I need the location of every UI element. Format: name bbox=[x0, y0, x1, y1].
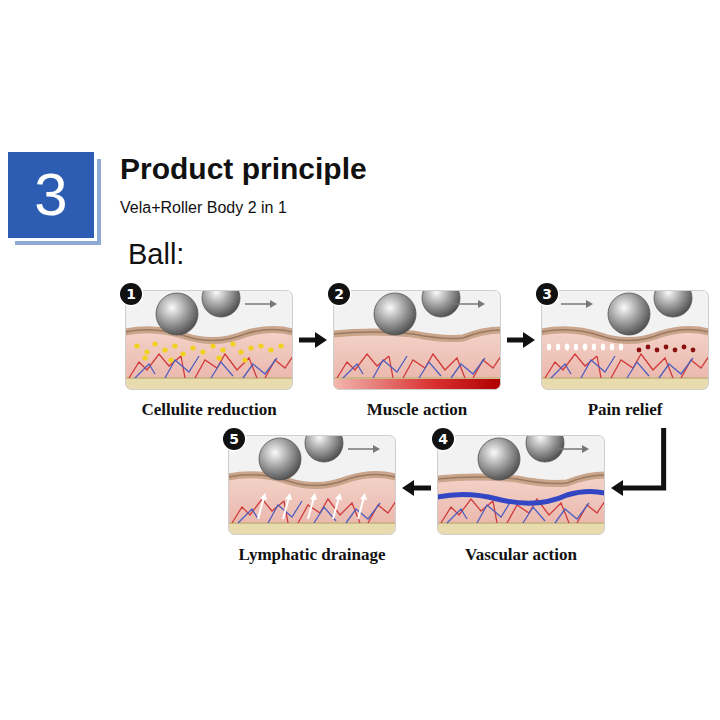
callout-number: 1 bbox=[120, 283, 142, 305]
title: Product principle bbox=[120, 152, 367, 186]
panel-label: Vascular action bbox=[437, 545, 605, 565]
panel-label: Muscle action bbox=[333, 400, 501, 420]
panel-label: Pain relief bbox=[541, 400, 709, 420]
arrow-head bbox=[402, 480, 414, 496]
skin-illustration bbox=[437, 435, 605, 535]
arrow-line bbox=[299, 338, 315, 343]
callout-number: 5 bbox=[223, 428, 245, 450]
callout-number: 3 bbox=[536, 283, 558, 305]
skin-illustration bbox=[228, 435, 396, 535]
effect-panel: Pain relief bbox=[541, 290, 709, 422]
section-heading: Ball: bbox=[128, 238, 184, 271]
skin-illustration bbox=[541, 290, 709, 390]
arrow-head bbox=[315, 332, 327, 348]
arrow-head bbox=[611, 480, 623, 496]
panel-label: Lymphatic drainage bbox=[228, 545, 396, 565]
arrow-line bbox=[414, 486, 431, 491]
effect-panel: Muscle action bbox=[333, 290, 501, 422]
arrow-head bbox=[523, 332, 535, 348]
skin-illustration bbox=[125, 290, 293, 390]
number-badge: 3 bbox=[8, 152, 94, 238]
flow-arrow bbox=[402, 480, 431, 496]
skin-illustration bbox=[333, 290, 501, 390]
effect-panel: Vascular action bbox=[437, 435, 605, 567]
badge-number: 3 bbox=[8, 152, 94, 238]
arrow-line bbox=[623, 428, 664, 488]
subtitle: Vela+Roller Body 2 in 1 bbox=[120, 199, 287, 217]
flow-arrow bbox=[299, 332, 327, 348]
callout-number: 4 bbox=[432, 428, 454, 450]
effect-panel: Lymphatic drainage bbox=[228, 435, 396, 567]
callout-number: 2 bbox=[328, 283, 350, 305]
arrow-line bbox=[507, 338, 523, 343]
effect-panel: Cellulite reduction bbox=[125, 290, 293, 422]
flow-arrow bbox=[611, 428, 664, 496]
flow-arrow bbox=[507, 332, 535, 348]
panel-label: Cellulite reduction bbox=[125, 400, 293, 420]
